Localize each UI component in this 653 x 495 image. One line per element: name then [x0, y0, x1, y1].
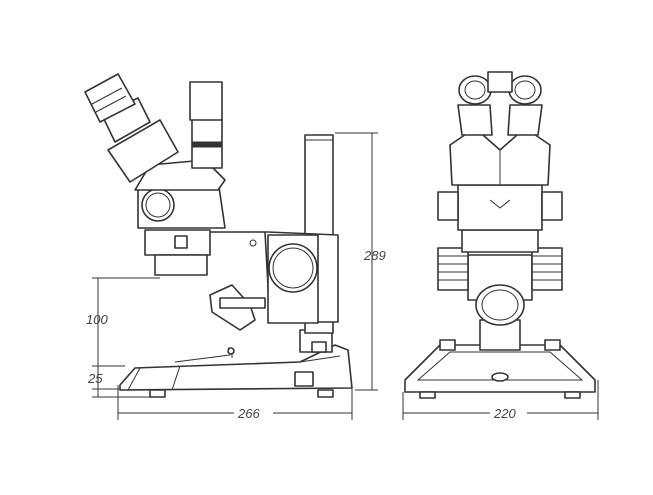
side-arm	[209, 231, 339, 324]
dimension-220: 220	[402, 380, 599, 421]
side-base	[119, 344, 353, 398]
front-stand	[437, 247, 563, 351]
front-base	[404, 339, 596, 399]
side-head	[84, 73, 226, 276]
label-220: 220	[493, 406, 516, 421]
dimension-266: 266	[117, 385, 353, 421]
front-view	[404, 71, 596, 399]
dimension-25: 25	[87, 366, 150, 398]
label-25: 25	[87, 371, 103, 386]
side-view	[84, 73, 353, 398]
front-head	[437, 71, 563, 253]
dimension-289: 289	[335, 132, 386, 391]
side-light	[209, 284, 266, 331]
label-266: 266	[237, 406, 260, 421]
label-289: 289	[363, 248, 386, 263]
label-100: 100	[86, 312, 108, 327]
dimension-100: 100	[86, 277, 160, 367]
